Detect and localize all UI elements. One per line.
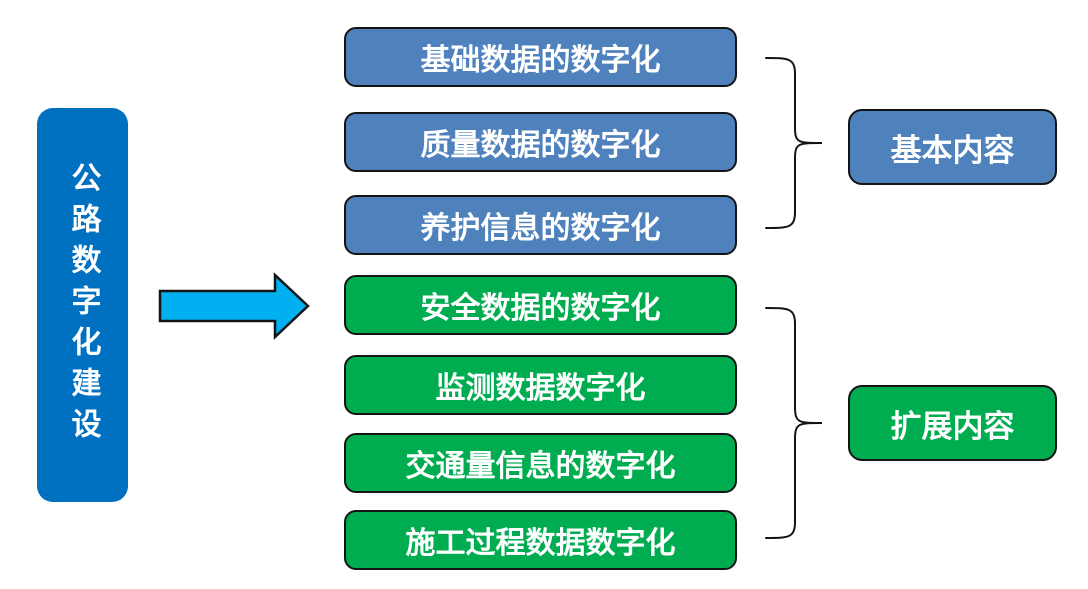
- item-box-construction-process-data: 施工过程数据数字化: [344, 510, 737, 570]
- group-label-extended-content: 扩展内容: [848, 385, 1057, 461]
- item-label: 质量数据的数字化: [420, 129, 661, 162]
- group-label-basic-content: 基本内容: [848, 109, 1057, 185]
- group-label-text: 扩展内容: [890, 408, 1015, 444]
- group-label-text: 基本内容: [890, 132, 1015, 168]
- item-box-monitoring-data: 监测数据数字化: [344, 355, 737, 415]
- item-box-traffic-volume-info: 交通量信息的数字化: [344, 433, 737, 493]
- item-box-basic-data: 基础数据的数字化: [344, 27, 737, 87]
- brace-extended-group-icon: [765, 307, 823, 539]
- item-label: 安全数据的数字化: [420, 292, 661, 325]
- root-node-highway-digitalization: 公路数字化建设: [37, 108, 128, 502]
- brace-basic-group-icon: [765, 57, 823, 229]
- item-label: 交通量信息的数字化: [405, 450, 676, 483]
- item-box-maintenance-info: 养护信息的数字化: [344, 195, 737, 255]
- item-box-quality-data: 质量数据的数字化: [344, 112, 737, 172]
- item-box-safety-data: 安全数据的数字化: [344, 275, 737, 335]
- item-label: 养护信息的数字化: [420, 212, 661, 245]
- item-label: 基础数据的数字化: [420, 44, 661, 77]
- root-node-label: 公路数字化建设: [66, 161, 100, 449]
- item-label: 施工过程数据数字化: [405, 527, 676, 560]
- item-label: 监测数据数字化: [435, 372, 646, 405]
- right-arrow-icon: [158, 272, 310, 340]
